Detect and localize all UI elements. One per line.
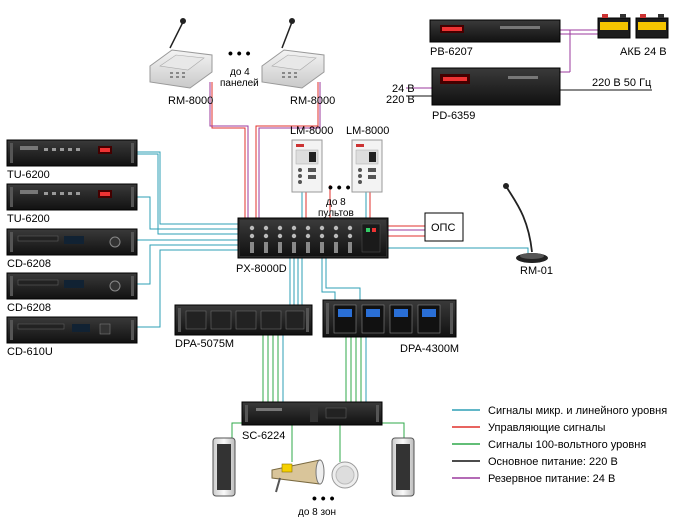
wire-rm8000-b bbox=[255, 82, 321, 220]
label-rm-01: RM-01 bbox=[520, 265, 553, 277]
label-dpa-5075m: DPA-5075M bbox=[175, 338, 234, 350]
column-speaker-right bbox=[391, 437, 415, 497]
note-zones: до 8 зон bbox=[298, 507, 336, 518]
rm-8000-a bbox=[149, 18, 213, 89]
label-mains: 220 В 50 Гц bbox=[592, 77, 652, 89]
label-lm-8000-a: LM-8000 bbox=[290, 125, 333, 137]
label-tu-6200-a: TU-6200 bbox=[7, 169, 50, 181]
label-pb-6207: PB-6207 bbox=[430, 46, 473, 58]
label-cd-610u: CD-610U bbox=[7, 346, 53, 358]
cd-6208-a bbox=[6, 228, 138, 256]
lm-8000-b bbox=[351, 139, 383, 193]
rm-8000-b bbox=[261, 18, 325, 89]
wire-rm8000-a bbox=[209, 82, 249, 220]
legend-label-control: Управляющие сигналы bbox=[488, 422, 606, 434]
label-rm-8000-b: RM-8000 bbox=[290, 95, 335, 107]
pd-6359 bbox=[431, 67, 561, 106]
wire-to-speakers bbox=[231, 422, 405, 462]
label-dpa-4300m: DPA-4300M bbox=[400, 343, 459, 355]
cd-610u bbox=[6, 316, 138, 344]
wire-power bbox=[406, 29, 652, 97]
dpa-5075m bbox=[174, 304, 313, 336]
pb-6207 bbox=[429, 19, 561, 43]
horn-speaker bbox=[271, 459, 325, 493]
label-lm-8000-b: LM-8000 bbox=[346, 125, 389, 137]
wires bbox=[136, 29, 652, 462]
label-akb: АКБ 24 В bbox=[620, 46, 667, 58]
label-px-8000d: PX-8000D bbox=[236, 263, 287, 275]
legend-label-100v: Сигналы 100-вольтного уровня bbox=[488, 439, 646, 451]
ellipsis-panels: • • • bbox=[228, 45, 251, 61]
px-8000d bbox=[237, 217, 389, 259]
label-cd-6208-a: CD-6208 bbox=[7, 258, 51, 270]
tu-6200-b bbox=[6, 183, 138, 211]
lm-8000-a bbox=[291, 139, 323, 193]
note-consoles-2: пультов bbox=[318, 208, 354, 219]
legend: Сигналы микр. и линейного уровня Управля… bbox=[452, 405, 667, 485]
wire-sources bbox=[136, 151, 238, 328]
ceiling-speaker bbox=[331, 461, 359, 489]
dpa-4300m bbox=[322, 299, 457, 338]
label-pd-6359: PD-6359 bbox=[432, 110, 475, 122]
wire-px-to-amps bbox=[289, 258, 361, 305]
note-panels-2: панелей bbox=[220, 78, 259, 89]
cd-6208-b bbox=[6, 272, 138, 300]
wire-amps-blue bbox=[282, 335, 367, 402]
wire-100v bbox=[262, 335, 362, 402]
label-cd-6208-b: CD-6208 bbox=[7, 302, 51, 314]
sc-6224 bbox=[241, 401, 383, 426]
label-in-220v: 220 В bbox=[386, 94, 415, 106]
legend-label-backup: Резервное питание: 24 В bbox=[488, 473, 615, 485]
label-tu-6200-b: TU-6200 bbox=[7, 213, 50, 225]
wire-ops bbox=[388, 225, 425, 237]
legend-label-signal: Сигналы микр. и линейного уровня bbox=[488, 405, 667, 417]
wire-lm8000 bbox=[301, 185, 371, 220]
wire-rm01 bbox=[388, 247, 529, 258]
label-ops: ОПС bbox=[431, 222, 455, 234]
note-panels-1: до 4 bbox=[230, 67, 250, 78]
label-rm-8000-a: RM-8000 bbox=[168, 95, 213, 107]
ellipsis-consoles: • • • bbox=[328, 179, 351, 195]
rm-01 bbox=[503, 183, 548, 263]
tu-6200-a bbox=[6, 139, 138, 167]
label-sc-6224: SC-6224 bbox=[242, 430, 285, 442]
battery-pack bbox=[597, 14, 669, 39]
column-speaker-left bbox=[212, 437, 236, 497]
ops-box: ОПС bbox=[424, 212, 464, 242]
label-in-24v: 24 В bbox=[392, 83, 415, 95]
ellipsis-zones: • • • bbox=[312, 490, 335, 506]
note-consoles-1: до 8 bbox=[326, 197, 346, 208]
legend-label-mains: Основное питание: 220 В bbox=[488, 456, 618, 468]
